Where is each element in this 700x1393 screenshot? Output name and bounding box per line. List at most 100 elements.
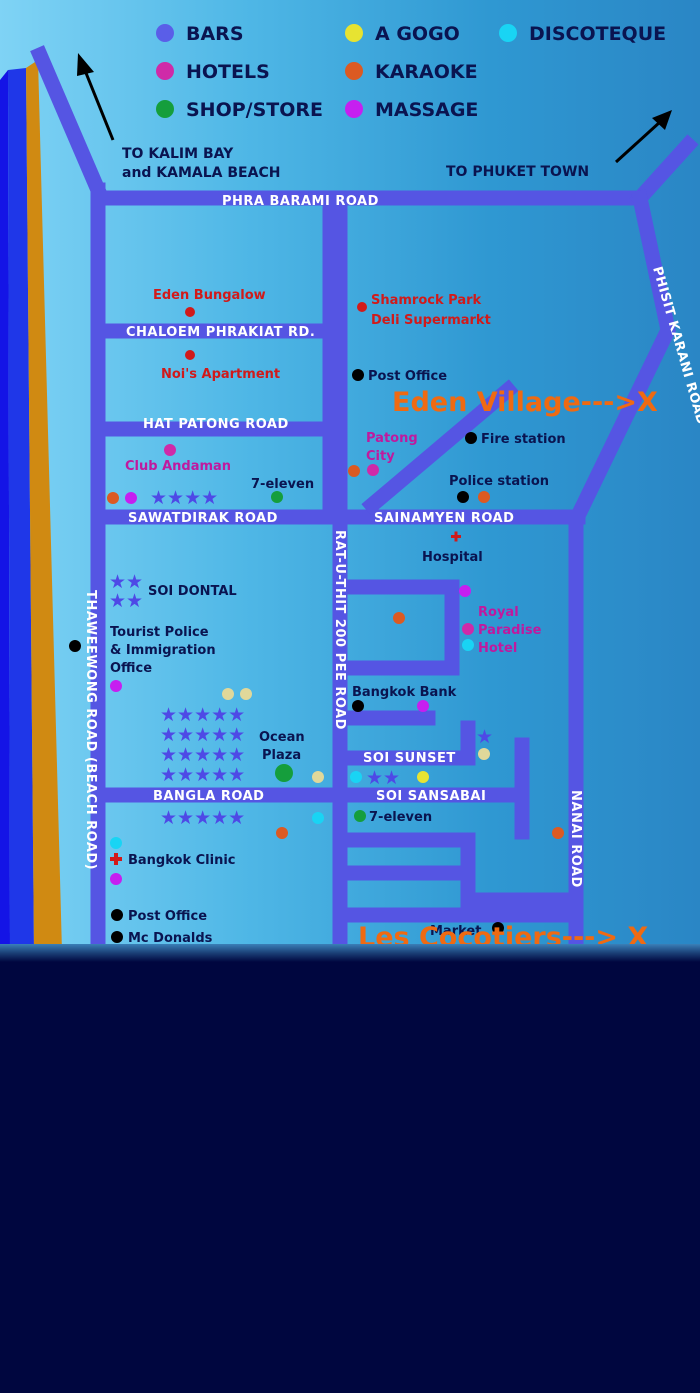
legend-massage-dot	[345, 100, 363, 118]
clinic-massage-dot	[110, 873, 122, 885]
kalim-arrow-icon	[82, 67, 115, 141]
road-diagonal	[361, 379, 519, 516]
fire-station-label: Fire station	[481, 432, 566, 447]
road-soi-sunset	[332, 720, 476, 766]
legend-agogo-label: A GOGO	[375, 23, 460, 45]
soi-sunset-bars-star-icon: ★	[476, 726, 493, 748]
legend-discoteque-label: DISCOTEQUE	[529, 23, 666, 45]
kalim-label-2: and KAMALA BEACH	[122, 165, 280, 181]
patong-hotel-dot	[367, 464, 379, 476]
loop-massage-dot	[459, 585, 471, 597]
road-network	[30, 45, 699, 952]
soi-dontal-label: SOI DONTAL	[148, 584, 237, 599]
road-kalim	[30, 45, 108, 200]
sansabai-agogo-dot	[417, 771, 429, 783]
police-station-dot	[457, 491, 469, 503]
patong-map: BARS A GOGO DISCOTEQUE HOTELS KARAOKE SH…	[0, 0, 700, 952]
ocean-agogo-dot-2	[240, 688, 252, 700]
hospital-label: Hospital	[422, 550, 483, 565]
shore-strip	[8, 68, 34, 952]
eden-village-annotation: Eden Village--->X	[392, 387, 658, 418]
road-label-thaweewong: THAWEEWONG ROAD (BEACH ROAD)	[83, 590, 98, 870]
ocean-plaza-shop-dot	[275, 764, 293, 782]
phuket-label: TO PHUKET TOWN	[446, 164, 589, 180]
mc-donalds-dot	[111, 931, 123, 943]
nanai-karaoke-dot	[552, 827, 564, 839]
kalim-arrowhead-icon	[77, 53, 94, 76]
sawatdirak-karaoke-dot	[107, 492, 119, 504]
nois-apartment-label: Noi's Apartment	[161, 367, 280, 382]
road-phisit-karani	[565, 189, 676, 531]
bangla-karaoke-dot	[276, 827, 288, 839]
kalim-label-1: TO KALIM BAY	[122, 146, 234, 162]
bangkok-clinic-label: Bangkok Clinic	[128, 853, 236, 868]
legend-discoteque-dot	[499, 24, 517, 42]
clinic-cross-icon	[110, 853, 122, 865]
seven-eleven-bottom-dot	[354, 810, 366, 822]
bank-massage-dot	[417, 700, 429, 712]
fire-station-dot	[465, 432, 477, 444]
bangla-bars-stars-icon: ★★★★★	[160, 807, 245, 829]
ocean-bars-stars-row4-icon: ★★★★★	[160, 764, 245, 786]
road-label-chaloem: CHALOEM PHRAKIAT RD.	[126, 325, 315, 340]
shamrock-dot	[357, 302, 367, 312]
patong-city-label-2: City	[366, 449, 395, 464]
loop-karaoke-dot	[393, 612, 405, 624]
shamrock-label-2: Deli Supermarkt	[371, 313, 491, 328]
patong-city-label-1: Patong	[366, 431, 418, 446]
legend-bars-dot	[156, 24, 174, 42]
legend-hotels-dot	[156, 62, 174, 80]
tourist-police-label-2: & Immigration	[110, 643, 216, 658]
places: Eden Bungalow Noi's Apartment Shamrock P…	[69, 288, 566, 946]
club-andaman-dot	[164, 444, 176, 456]
legend-massage-label: MASSAGE	[375, 99, 478, 121]
sea-strip	[0, 70, 10, 952]
royal-discoteque-dot	[462, 639, 474, 651]
tourist-massage-dot	[110, 680, 122, 692]
soi-dontal-bars-stars-2-icon: ★★	[109, 590, 143, 612]
road-label-bangla: BANGLA ROAD	[153, 789, 264, 804]
road-to-phuket	[629, 134, 699, 209]
tourist-police-label-1: Tourist Police	[110, 625, 209, 640]
legend: BARS A GOGO DISCOTEQUE HOTELS KARAOKE SH…	[156, 23, 666, 121]
road-label-sainamyen: SAINAMYEN ROAD	[374, 511, 514, 526]
seven-eleven-top-label: 7-eleven	[251, 477, 314, 492]
seven-eleven-top-dot	[271, 491, 283, 503]
road-label-ratuthit: RAT-U-THIT 200 PEE ROAD	[332, 530, 347, 730]
patong-karaoke-dot	[348, 465, 360, 477]
ocean-agogo-dot-1	[222, 688, 234, 700]
market-dot	[492, 922, 504, 934]
ocean-bars-stars-row2-icon: ★★★★★	[160, 724, 245, 746]
shamrock-label-1: Shamrock Park	[371, 293, 482, 308]
sawatdirak-bars-stars-icon: ★★★★	[150, 487, 218, 509]
sansabai-bars-stars-icon: ★★	[366, 767, 400, 789]
phuket-arrowhead-icon	[652, 110, 672, 130]
legend-shop-dot	[156, 100, 174, 118]
road-label-nanai: NANAI ROAD	[568, 790, 583, 888]
beach-strip	[26, 60, 62, 952]
royal-paradise-label-3: Hotel	[478, 641, 517, 656]
phuket-arrow-icon	[614, 120, 662, 164]
post-office-bottom-dot	[111, 909, 123, 921]
road-label-sawatdirak: SAWATDIRAK ROAD	[128, 511, 278, 526]
police-karaoke-dot	[478, 491, 490, 503]
ocean-agogo-dot-3	[312, 771, 324, 783]
club-andaman-label: Club Andaman	[125, 459, 231, 474]
direction-arrows: TO KALIM BAY and KAMALA BEACH TO PHUKET …	[77, 53, 672, 181]
legend-agogo-dot	[345, 24, 363, 42]
soi-sunset-agogo-dot	[478, 748, 490, 760]
bottom-band	[0, 944, 700, 962]
map-canvas: BARS A GOGO DISCOTEQUE HOTELS KARAOKE SH…	[0, 23, 700, 952]
road-label-phra-barami: PHRA BARAMI ROAD	[222, 194, 379, 209]
legend-shop-label: SHOP/STORE	[186, 99, 323, 121]
post-office-bottom-label: Post Office	[128, 909, 207, 924]
legend-hotels-label: HOTELS	[186, 61, 270, 83]
road-label-soi-sunset: SOI SUNSET	[363, 751, 456, 766]
tourist-police-label-3: Office	[110, 661, 152, 676]
police-station-label: Police station	[449, 474, 549, 489]
royal-hotel-dot	[462, 623, 474, 635]
hospital-cross-icon	[451, 531, 461, 542]
seven-eleven-bottom-label: 7-eleven	[369, 810, 432, 825]
road-loop	[332, 579, 460, 676]
legend-karaoke-dot	[345, 62, 363, 80]
